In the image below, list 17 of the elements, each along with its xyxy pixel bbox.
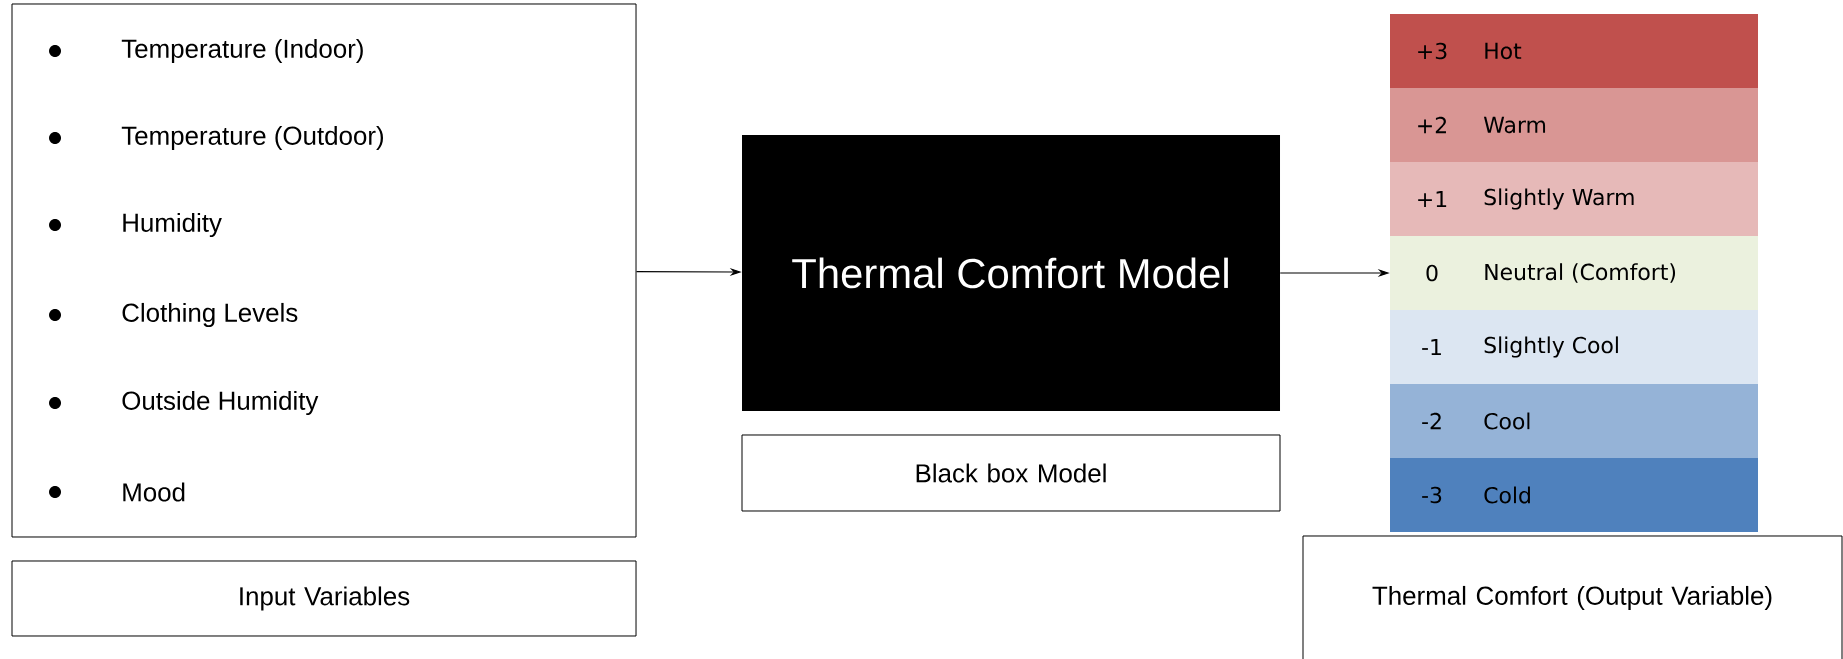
list-item: Mood bbox=[123, 482, 185, 502]
scale-row: -1 Slightly Cool bbox=[1390, 310, 1758, 384]
label-box: Input Variables bbox=[11, 560, 637, 637]
label-box: Black box Model bbox=[741, 434, 1281, 512]
scale-row: -3 Cold bbox=[1390, 458, 1758, 532]
scale-row: -2 Cool bbox=[1390, 384, 1758, 458]
model-box: Thermal Comfort Model bbox=[742, 135, 1280, 411]
list-item: Clothing Levels bbox=[122, 302, 298, 328]
scale-row: 0 Neutral (Comfort) bbox=[1390, 236, 1758, 310]
scale-row: +1 Slightly Warm bbox=[1390, 162, 1758, 236]
scale-row: +3 Hot bbox=[1390, 14, 1758, 88]
list-item: Outside Humidity bbox=[122, 390, 319, 416]
label-box: Thermal Comfort (Output Variable) bbox=[1302, 535, 1843, 659]
scale-row: +2 Warm bbox=[1390, 88, 1758, 162]
list-item: Temperature (Outdoor) bbox=[121, 125, 383, 151]
list-item: Humidity bbox=[123, 212, 222, 238]
list-item: Temperature (Indoor) bbox=[121, 38, 363, 64]
